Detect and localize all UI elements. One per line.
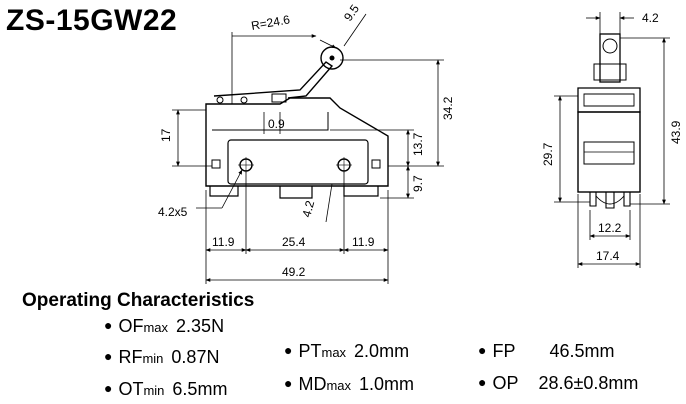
side-view	[577, 33, 641, 209]
dim-offset: 0.9	[268, 117, 285, 131]
bullet-icon: ●	[104, 380, 113, 396]
terminal-right	[343, 186, 379, 197]
bullet-icon: ●	[284, 342, 293, 358]
bullet-icon: ●	[104, 317, 113, 333]
dim-hole-dia: 4.2x5	[158, 205, 188, 219]
bullet-icon: ●	[104, 348, 113, 364]
technical-drawing: R=24.6 9.5 0.9 17 34.2 13.7 9.7 4.2x5 4.…	[158, 2, 683, 284]
dim-height-297: 29.7	[541, 142, 555, 166]
actuator-lever	[213, 61, 334, 99]
dim-roller-dia: 9.5	[341, 2, 362, 24]
dim-pitch: 25.4	[282, 235, 306, 249]
switch-body	[205, 97, 389, 187]
front-dimensions	[172, 13, 444, 284]
actuator-block	[227, 139, 369, 185]
dim-height-439: 43.9	[669, 120, 683, 144]
dim-height-97: 9.7	[411, 175, 425, 192]
dim-lever-radius: R=24.6	[250, 12, 291, 33]
terminal-left	[209, 186, 239, 197]
dim-height-137: 13.7	[411, 132, 425, 156]
dim-base-left: 11.9	[212, 235, 235, 249]
front-dimension-labels: R=24.6 9.5 0.9 17 34.2 13.7 9.7 4.2x5 4.…	[158, 2, 455, 279]
section-heading: Operating Characteristics	[22, 290, 255, 311]
side-roller	[599, 33, 621, 83]
dim-hole-pitch: 4.2	[299, 199, 317, 219]
dim-width-174: 17.4	[596, 249, 620, 263]
terminal-mid	[279, 186, 313, 199]
bullet-icon: ●	[284, 375, 293, 391]
front-view	[205, 46, 389, 199]
dim-height-342: 34.2	[441, 96, 455, 120]
dim-length: 49.2	[282, 265, 306, 279]
dim-roller-width: 4.2	[642, 11, 659, 25]
side-dimension-labels: 4.2 29.7 43.9 12.2 17.4	[541, 11, 683, 263]
dim-base-right: 11.9	[352, 235, 375, 249]
bullet-icon: ●	[478, 342, 487, 358]
dim-left-17: 17	[159, 128, 173, 142]
bullet-icon: ●	[478, 374, 487, 390]
model-title: ZS-15GW22	[6, 4, 178, 37]
side-dimensions	[554, 12, 670, 268]
dim-width-122: 12.2	[598, 221, 622, 235]
side-body	[577, 111, 641, 193]
